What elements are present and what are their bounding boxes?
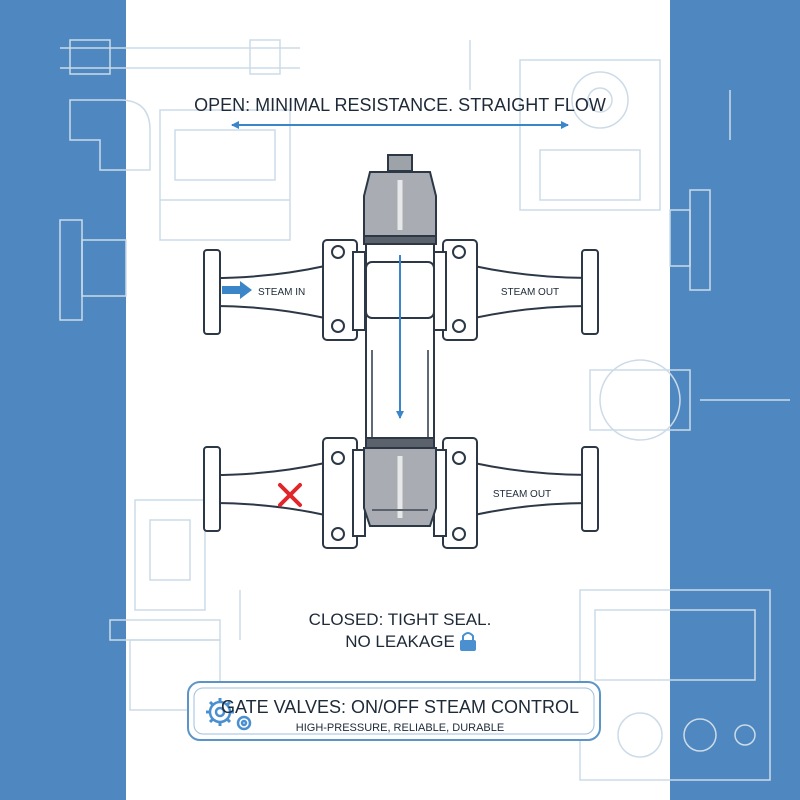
stem-cap — [387, 154, 413, 172]
steam-out-label-bottom: STEAM OUT — [493, 489, 551, 500]
closed-inlet-pipe — [211, 461, 326, 517]
inlet-flange — [203, 249, 221, 335]
banner-title: GATE VALVES: ON/OFF STEAM CONTROL — [221, 697, 579, 717]
steam-in-arrow-icon — [222, 281, 252, 299]
closed-caption-line2: NO LEAKAGE — [345, 632, 455, 651]
closed-outlet-flange — [581, 446, 599, 532]
closed-caption-line1: CLOSED: TIGHT SEAL. — [309, 610, 492, 629]
steam-in-label: STEAM IN — [258, 287, 305, 298]
lock-icon — [460, 632, 476, 651]
closed-inlet-flange — [203, 446, 221, 532]
gears-icon — [206, 698, 252, 731]
bolt-icon — [452, 319, 466, 333]
bolt-icon — [331, 451, 345, 465]
steam-out-label-top: STEAM OUT — [501, 287, 559, 298]
x-mark-icon — [278, 483, 302, 507]
bolt-icon — [452, 527, 466, 541]
blueprint-background — [59, 39, 790, 781]
bolt-icon — [331, 245, 345, 259]
closed-valve — [203, 437, 599, 549]
bolt-icon — [452, 451, 466, 465]
left-side-panel — [0, 0, 126, 800]
banner-subtitle: HIGH-PRESSURE, RELIABLE, DURABLE — [296, 722, 504, 734]
bolt-icon — [331, 319, 345, 333]
bolt-icon — [331, 527, 345, 541]
title-banner: GATE VALVES: ON/OFF STEAM CONTROL HIGH-P… — [187, 681, 601, 741]
bolt-icon — [452, 245, 466, 259]
outlet-flange — [581, 249, 599, 335]
banner-frame — [187, 681, 601, 741]
open-caption: OPEN: MINIMAL RESISTANCE. STRAIGHT FLOW — [194, 95, 606, 115]
